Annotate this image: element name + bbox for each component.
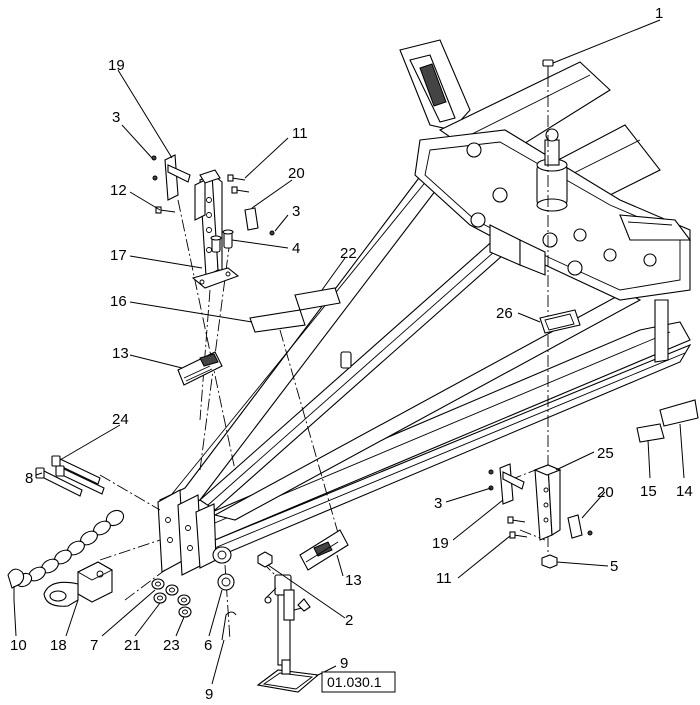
- callout-15: 15: [640, 483, 657, 500]
- callout-11-upper: 11: [292, 125, 308, 142]
- callout-10: 10: [10, 637, 27, 654]
- callout-9-clip: 9: [205, 686, 213, 703]
- callout-8: 8: [25, 470, 33, 487]
- reference-number[interactable]: 01.030.1: [327, 674, 382, 690]
- washers-nuts: [151, 551, 273, 641]
- callout-6: 6: [204, 637, 212, 654]
- callout-18: 18: [50, 637, 67, 654]
- storage-bracket-right: [488, 59, 593, 569]
- callout-3-mid: 3: [292, 203, 300, 220]
- callout-13-lower: 13: [345, 572, 362, 589]
- decals: [177, 287, 699, 571]
- tongue-frame: [157, 149, 692, 576]
- top-arm-decal: [419, 63, 447, 107]
- callout-labels: 1 2 3 3 3 4 5 6 7 8 9 9 10 11 11 12 13 1…: [10, 5, 693, 703]
- callout-1: 1: [655, 5, 663, 22]
- safety-chain: [7, 509, 125, 600]
- callout-11-lower: 11: [436, 570, 452, 587]
- callout-26: 26: [496, 305, 513, 322]
- callout-9-jack: 9: [340, 655, 348, 672]
- callout-12: 12: [110, 182, 127, 199]
- callout-3-upper: 3: [112, 109, 120, 126]
- callout-19-upper: 19: [108, 57, 125, 74]
- jack-stand-bracket: [191, 169, 240, 289]
- leader-lines: [13, 19, 685, 685]
- pivot-assembly: [399, 39, 692, 301]
- hitch-clevis: [43, 561, 113, 607]
- callout-17: 17: [110, 247, 127, 264]
- callout-22: 22: [340, 245, 357, 262]
- callout-16: 16: [110, 293, 127, 310]
- callout-23: 23: [163, 637, 180, 654]
- callout-14: 14: [676, 483, 693, 500]
- callout-2: 2: [345, 612, 353, 629]
- callout-7: 7: [90, 637, 98, 654]
- callout-20-lower: 20: [597, 484, 614, 501]
- callout-13-upper: 13: [112, 345, 129, 362]
- callout-25: 25: [597, 445, 614, 462]
- callout-4: 4: [292, 240, 300, 257]
- callout-21: 21: [124, 637, 141, 654]
- reference-box[interactable]: 01.030.1: [321, 671, 396, 693]
- callout-3-right: 3: [434, 495, 442, 512]
- callout-24: 24: [112, 411, 129, 428]
- jack-stand: [256, 574, 320, 693]
- callout-5: 5: [610, 558, 618, 575]
- callout-19-lower: 19: [432, 535, 449, 552]
- callout-20-upper: 20: [288, 165, 305, 182]
- hitch-bolts: [35, 455, 105, 497]
